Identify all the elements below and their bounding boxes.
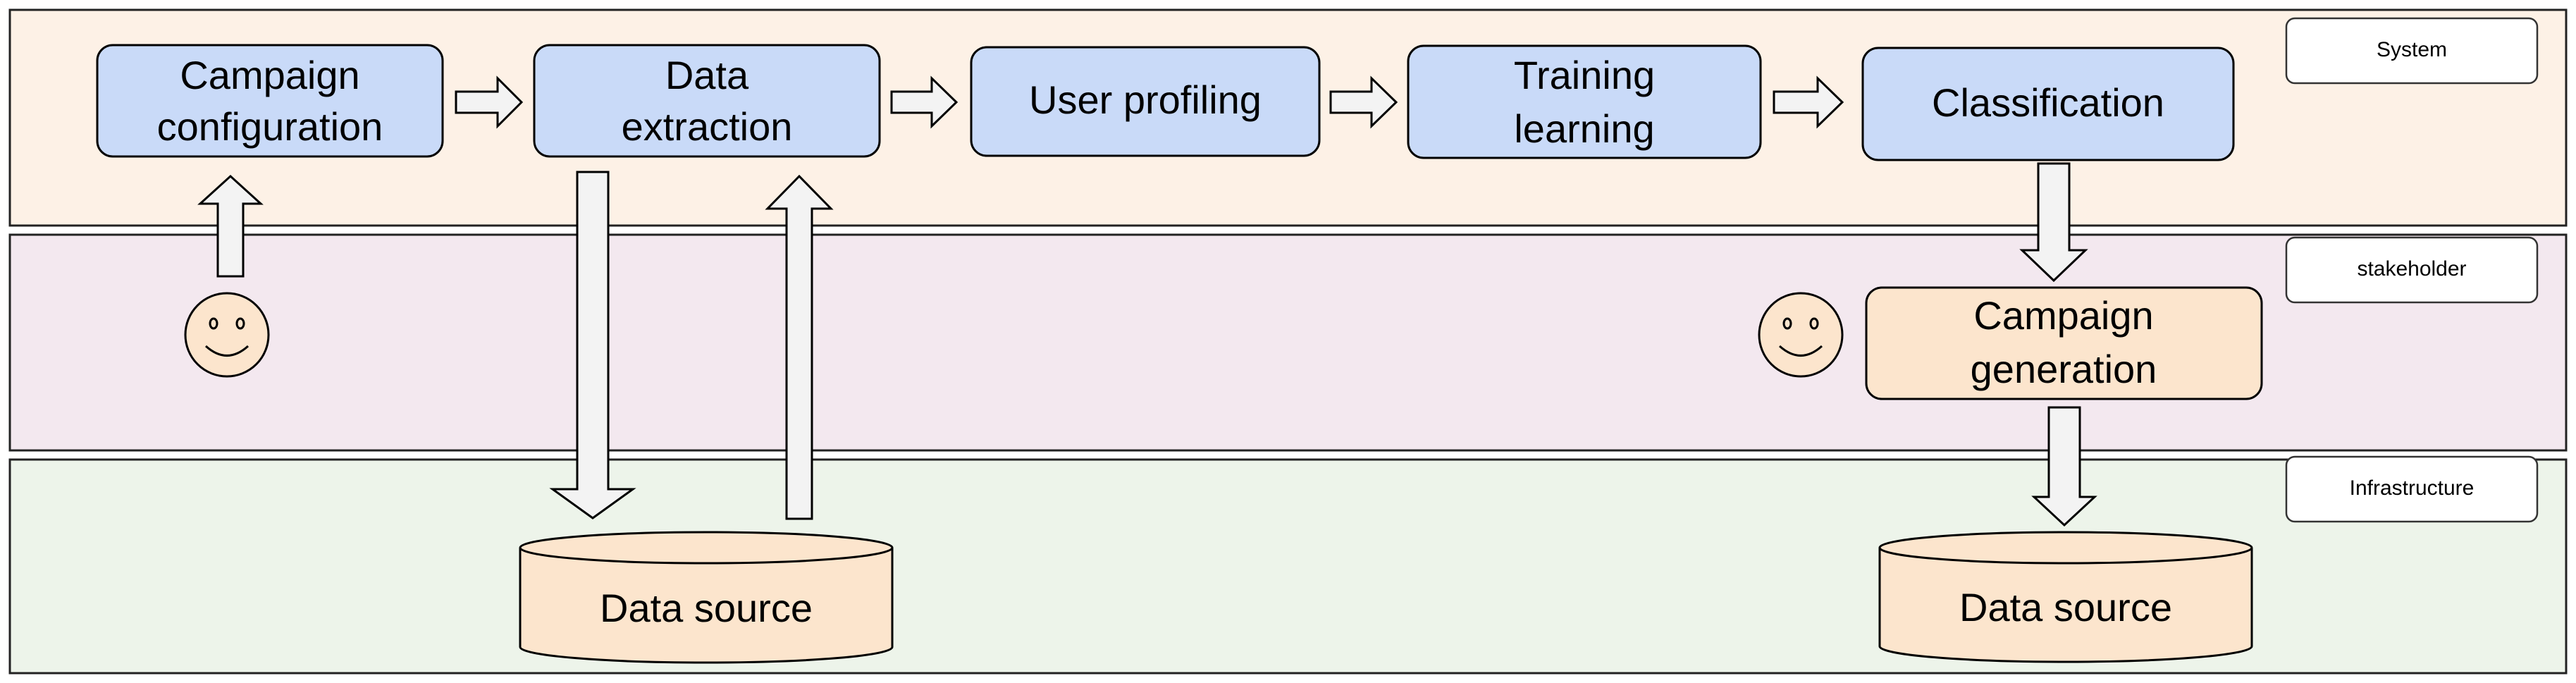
campaign-generation-line1: Campaign — [1973, 293, 2153, 338]
campaign-configuration-box — [96, 44, 444, 158]
node-classification[interactable]: Classification — [1861, 47, 2235, 161]
data-extraction-line1: Data — [665, 53, 749, 97]
node-campaign-configuration[interactable]: Campaign configuration — [96, 44, 444, 158]
arrow-actor-to-campaign-configuration — [197, 174, 264, 278]
arrow-classification-to-campaign-generation — [2019, 162, 2088, 283]
swimlane-stakeholder-label-box — [2285, 236, 2539, 304]
swimlane-infrastructure-label-box — [2285, 455, 2539, 523]
arrow-data-source-up-to-extraction — [765, 174, 834, 520]
training-learning-line2: learning — [1514, 106, 1654, 151]
arrow-extraction-down-to-data-source — [549, 171, 636, 519]
arrow-profiling-to-training — [1329, 75, 1398, 129]
training-learning-box — [1407, 44, 1762, 159]
data-source-right[interactable]: Data source — [1878, 531, 2253, 663]
data-extraction-box — [533, 44, 881, 158]
swimlane-stakeholder-label: stakeholder — [2357, 257, 2466, 281]
swimlane-system-label-box — [2285, 17, 2539, 85]
data-source-right-label: Data source — [1959, 585, 2172, 629]
actor-left — [184, 292, 270, 378]
training-learning-line1: Training — [1514, 53, 1655, 97]
arrow-config-to-extraction — [455, 75, 524, 129]
arrow-generation-to-data-source — [2031, 406, 2097, 527]
node-data-extraction[interactable]: Data extraction — [533, 44, 881, 158]
data-extraction-line2: extraction — [622, 104, 793, 149]
user-profiling-box — [970, 46, 1321, 157]
arrow-training-to-classification — [1773, 75, 1844, 129]
smiley-face-icon — [1758, 292, 1844, 378]
data-source-left-label: Data source — [600, 586, 813, 630]
classification-box — [1861, 47, 2235, 161]
node-user-profiling[interactable]: User profiling — [970, 46, 1321, 157]
campaign-configuration-line2: configuration — [157, 104, 383, 149]
classification-label: Classification — [1932, 80, 2164, 125]
user-profiling-label: User profiling — [1029, 78, 1262, 122]
smiley-face-icon — [184, 292, 270, 378]
swimlane-infrastructure-label: Infrastructure — [2350, 476, 2475, 500]
database-icon — [519, 531, 894, 664]
campaign-configuration-line1: Campaign — [180, 53, 359, 97]
data-source-left[interactable]: Data source — [519, 531, 894, 664]
node-training-learning[interactable]: Training learning — [1407, 44, 1762, 159]
swimlane-system-label: System — [2377, 38, 2447, 61]
arrow-extraction-to-profiling — [890, 75, 959, 129]
node-campaign-generation[interactable]: Campaign generation — [1865, 286, 2263, 400]
campaign-generation-box — [1865, 286, 2263, 400]
campaign-generation-line2: generation — [1971, 347, 2157, 391]
actor-right — [1758, 292, 1844, 378]
database-icon — [1878, 531, 2253, 663]
